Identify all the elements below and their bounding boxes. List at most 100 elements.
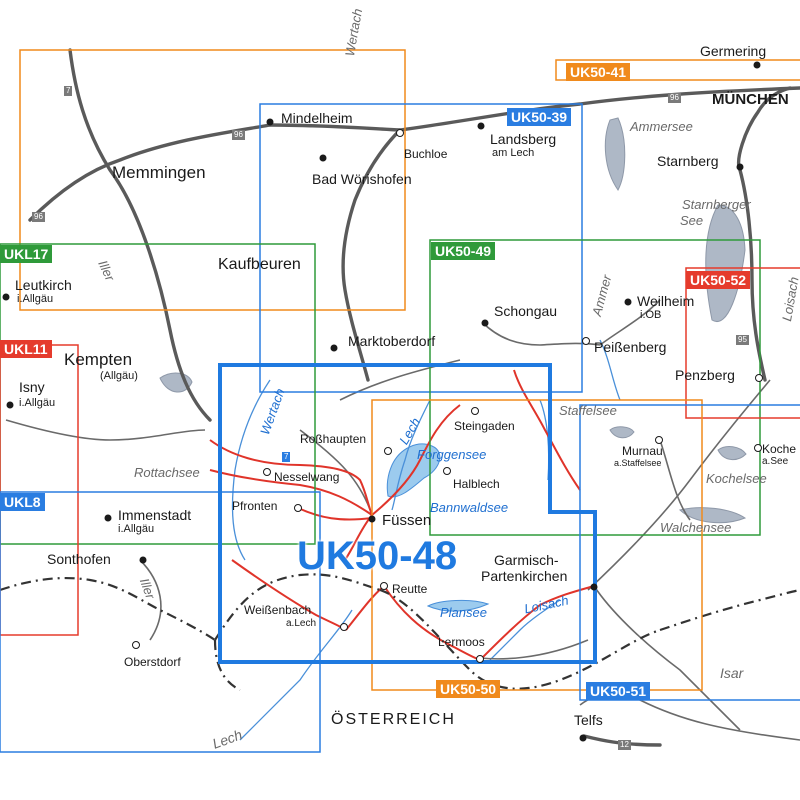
sheet-badge-uk50-50[interactable]: UK50-50 [436, 680, 501, 698]
label-steingaden: Steingaden [454, 419, 515, 433]
label-halblech: Halblech [453, 477, 500, 491]
place-marker-pfronten [294, 504, 302, 512]
place-marker-weilheim [624, 298, 632, 306]
label-weilheim-sub: i.OB [640, 309, 662, 321]
label-germering: Germering [700, 43, 767, 59]
place-marker-buchloe [396, 129, 404, 137]
label-starnberger: Starnberger [682, 197, 751, 212]
rivers [231, 339, 621, 741]
label-muenchen: MÜNCHEN [712, 91, 789, 108]
minor-roads [5, 299, 800, 741]
label-ammersee: Ammersee [630, 119, 693, 134]
place-marker-lermoos [476, 655, 484, 663]
road-number-a95: 95 [736, 335, 749, 345]
place-marker-telfs [579, 734, 587, 742]
label-peissenberg: Peißenberg [594, 339, 667, 355]
place-marker-leutkirch [2, 293, 10, 301]
sheet-badge-uk50-39[interactable]: UK50-39 [507, 108, 572, 126]
road-number-a96-east: 96 [668, 93, 681, 103]
sheet-badge-uk50-52[interactable]: UK50-52 [686, 271, 751, 289]
road-number-a96-mid: 96 [232, 130, 245, 140]
place-marker-isny [6, 401, 14, 409]
label-kaufbeuren: Kaufbeuren [218, 256, 301, 273]
sheet-badge-ukl11[interactable]: UKL11 [0, 340, 52, 358]
sheet-badge-ukl8[interactable]: UKL8 [0, 493, 45, 511]
label-starnberg: Starnberg [657, 153, 719, 169]
label-immenstadt-sub: i.Allgäu [118, 523, 155, 535]
federal-roads [209, 369, 595, 661]
place-marker-murnau [655, 436, 663, 444]
label-weissenbach-sub: a.Lech [286, 618, 317, 629]
label-mindelheim: Mindelheim [281, 110, 353, 126]
label-penzberg: Penzberg [675, 367, 735, 383]
sheet-badge-uk50-51[interactable]: UK50-51 [586, 682, 651, 700]
label-weilheim: Weilheim [637, 293, 695, 309]
uk50-48-frame [218, 363, 597, 664]
label-partenkirchen: Partenkirchen [481, 568, 568, 584]
label-starnberger-see: See [680, 213, 704, 228]
label-leutkirch-sub: i.Allgäu [17, 293, 54, 305]
label-pfronten: Pfronten [232, 499, 278, 513]
place-marker-schongau [481, 319, 489, 327]
label-schongau: Schongau [494, 303, 558, 319]
label-bad-woerishofen: Bad Wörishofen [312, 171, 412, 187]
road-number-a7-blue: 7 [282, 452, 291, 462]
place-marker-immenstadt [104, 514, 112, 522]
place-marker-oberstdorf [132, 641, 140, 649]
sheet-badge-uk50-49[interactable]: UK50-49 [431, 242, 496, 260]
label-reutte: Reutte [392, 582, 428, 596]
place-marker-penzberg [755, 374, 763, 382]
place-marker-germering [753, 61, 761, 69]
place-marker-kochel [754, 444, 762, 452]
label-telfs: Telfs [574, 712, 603, 728]
sheet-badge-uk50-41[interactable]: UK50-41 [566, 63, 631, 81]
label-fuessen: Füssen [382, 512, 432, 529]
label-leutkirch: Leutkirch [15, 277, 72, 293]
place-marker-mindelheim [266, 118, 274, 126]
label-garmisch: Garmisch- [494, 552, 559, 568]
label-kempten: Kempten [64, 350, 133, 369]
label-kochelsee: Kochelsee [706, 471, 767, 486]
label-kempten-sub: (Allgäu) [100, 370, 138, 382]
label-landsberg: Landsberg [490, 131, 557, 147]
label-sonthofen: Sonthofen [47, 551, 111, 567]
label-buchloe: Buchloe [404, 147, 448, 161]
lakes [159, 117, 747, 524]
place-marker-rosshaupten [384, 447, 392, 455]
label-murnau: Murnau [622, 444, 663, 458]
label-murnau-sub: a.Staffelsee [614, 458, 662, 468]
label-weissenbach: Weißenbach [244, 603, 312, 617]
label-walchensee: Walchensee [660, 520, 732, 535]
road-number-a7: 7 [64, 86, 73, 96]
place-marker-fuessen [368, 515, 376, 523]
label-marktoberdorf: Marktoberdorf [348, 333, 436, 349]
place-marker-bad-woerishofen [319, 154, 327, 162]
place-marker-reutte [380, 582, 388, 590]
place-marker-marktoberdorf [330, 344, 338, 352]
label-landsberg-sub: am Lech [492, 147, 535, 159]
place-marker-halblech [443, 467, 451, 475]
place-marker-sonthofen [139, 556, 147, 564]
label-memmingen: Memmingen [112, 163, 206, 182]
place-marker-landsberg [477, 122, 485, 130]
label-oberstdorf: Oberstdorf [124, 655, 181, 669]
label-isar: Isar [720, 665, 744, 681]
label-staffelsee: Staffelsee [559, 403, 617, 418]
label-rosshaupten: Roßhaupten [300, 432, 367, 446]
label-immenstadt: Immenstadt [118, 507, 192, 523]
label-plansee: Plansee [440, 605, 487, 620]
label-forggensee: Forggensee [417, 447, 487, 462]
label-lermoos: Lermoos [438, 635, 485, 649]
main-sheet-title[interactable]: UK50-48 [297, 534, 458, 578]
sheet-frames [0, 49, 800, 753]
label-nesselwang: Nesselwang [274, 470, 340, 484]
label-kochel: Koche [762, 442, 797, 456]
label-oesterreich: ÖSTERREICH [331, 711, 456, 728]
sheet-badge-ukl17[interactable]: UKL17 [0, 245, 53, 263]
country-border [0, 573, 800, 691]
place-marker-starnberg [736, 163, 744, 171]
label-rottachsee: Rottachsee [134, 465, 200, 480]
label-kochel-sub: a.See [762, 456, 789, 467]
label-isny-sub: i.Allgäu [19, 397, 56, 409]
